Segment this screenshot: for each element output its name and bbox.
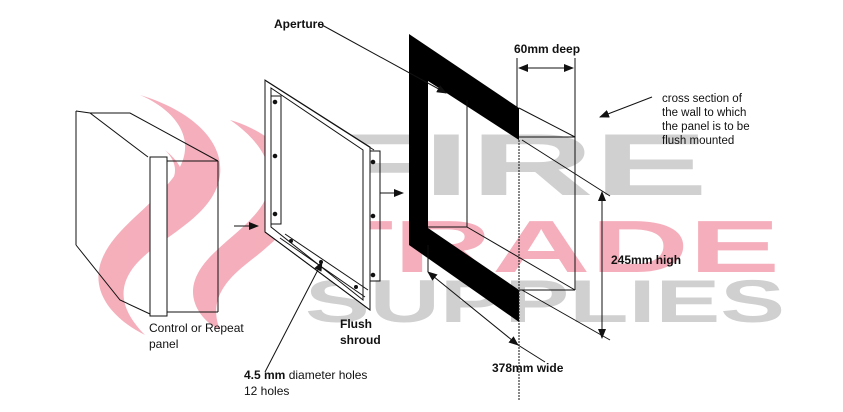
panel-label-line-1: Control or Repeat: [149, 321, 244, 335]
wall-label: cross section of the wall to which the p…: [662, 92, 750, 148]
height-label: 245mm high: [611, 253, 682, 267]
holes-label-line-1: 4.5 mm diameter holes: [244, 367, 367, 383]
width-dimension: [427, 271, 519, 346]
depth-dimension: [516, 58, 576, 137]
watermark-trade: TRADE: [310, 205, 780, 288]
wall-label-line-1: cross section of: [662, 93, 742, 105]
aperture-leader-arrow-icon: [321, 24, 447, 94]
wall-leader-arrow-icon: [599, 96, 653, 118]
depth-label: 60mm deep: [514, 42, 581, 56]
shroud-label: Flush shroud: [340, 316, 381, 348]
hole-leader-arrow-icon: [264, 261, 323, 373]
wall-label-line-2: the wall to which: [662, 107, 747, 119]
control-panel: [75, 110, 219, 317]
watermark-supplies: SUPPLIES: [305, 268, 785, 335]
hole-size: 4.5 mm: [244, 368, 286, 382]
flush-shroud: [264, 79, 381, 311]
aperture-label: Aperture: [274, 17, 325, 31]
panel-label: Control or Repeat panel: [149, 320, 244, 352]
holes-count: 12 holes: [244, 384, 290, 398]
hole-size-desc: diameter holes: [285, 368, 368, 382]
wall-label-line-4: flush mounted: [662, 135, 735, 147]
wall-aperture: [409, 34, 611, 400]
width-label: 378mm wide: [492, 361, 564, 375]
shroud-label-line-2: shroud: [340, 333, 381, 347]
holes-label: 4.5 mm diameter holes 12 holes: [244, 367, 367, 399]
width-extension-line: [517, 344, 546, 363]
wall-label-line-3: the panel is to be: [662, 121, 750, 133]
shroud-label-line-1: Flush: [340, 317, 372, 331]
panel-label-line-2: panel: [149, 337, 179, 351]
